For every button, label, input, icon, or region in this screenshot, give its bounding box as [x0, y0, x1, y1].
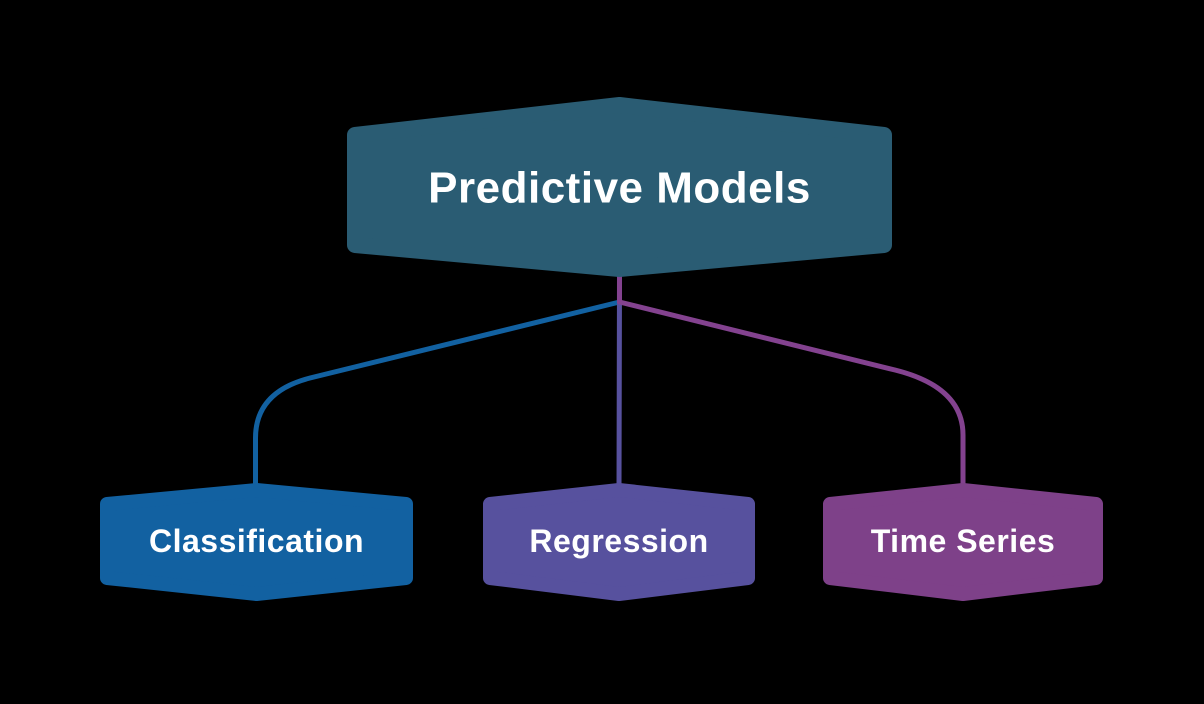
connector-regression — [616, 274, 622, 493]
connector-time-series — [617, 274, 966, 493]
node-classification-shape-stroke — [100, 483, 413, 601]
node-time-series-shape-stroke — [823, 483, 1103, 601]
node-regression-shape-stroke — [483, 483, 755, 601]
node-time-series-shape — [830, 490, 1096, 594]
node-regression: Regression — [483, 483, 755, 601]
node-time-series-label: Time Series — [871, 523, 1056, 559]
node-predictive-models: Predictive Models — [347, 97, 892, 277]
node-regression-label: Regression — [529, 523, 708, 559]
node-regression-shape — [490, 490, 748, 594]
node-predictive-models-shape — [355, 105, 884, 269]
node-classification-label: Classification — [149, 523, 364, 559]
node-predictive-models-label: Predictive Models — [428, 164, 811, 213]
connectors — [253, 274, 966, 493]
node-time-series: Time Series — [823, 483, 1103, 601]
node-classification: Classification — [100, 483, 413, 601]
connector-classification — [253, 274, 622, 493]
node-predictive-models-shape-stroke — [347, 97, 892, 277]
node-classification-shape — [107, 490, 406, 594]
